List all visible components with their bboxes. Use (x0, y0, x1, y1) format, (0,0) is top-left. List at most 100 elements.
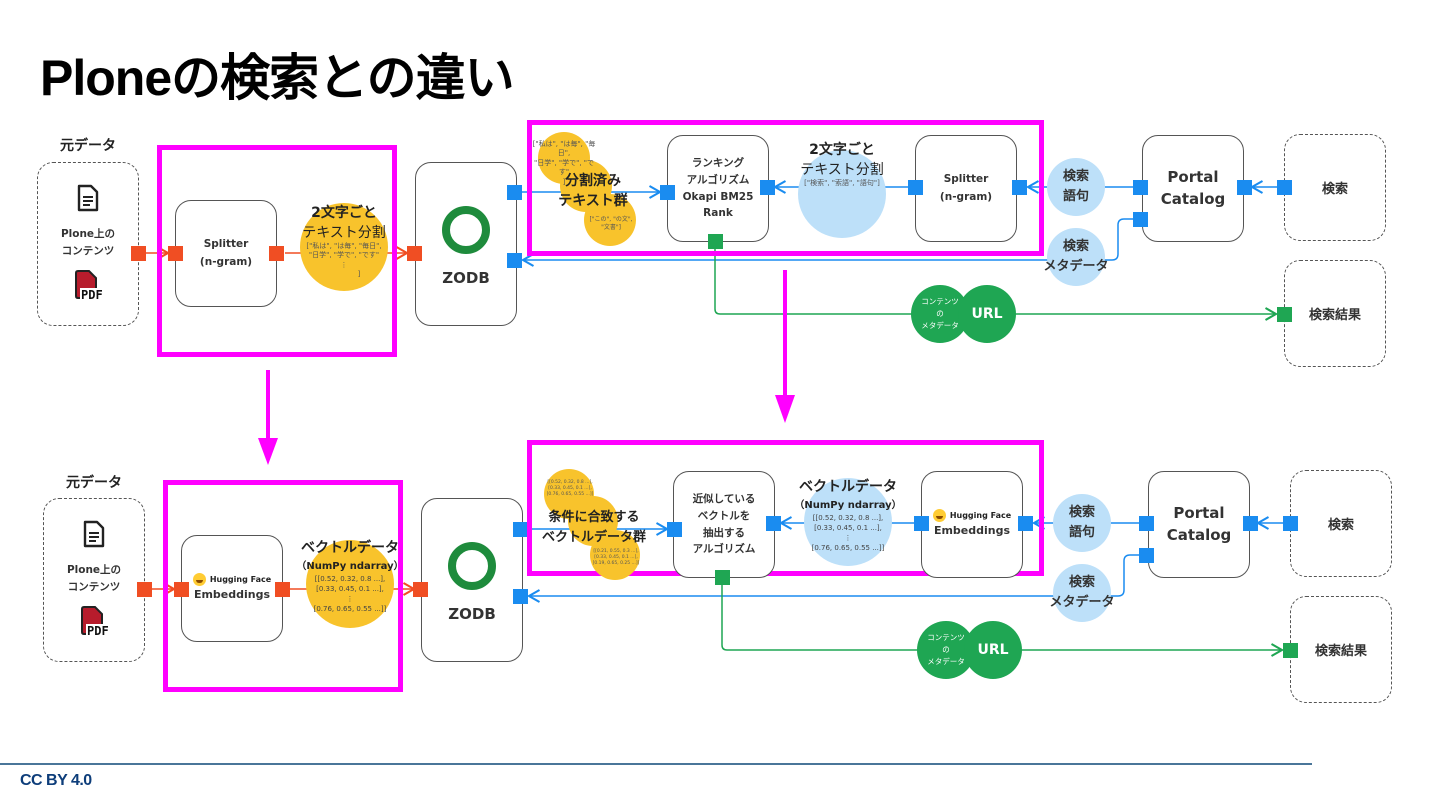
search-results-label-b: 検索結果 (1314, 644, 1367, 659)
zodb-label: ZODB (442, 269, 490, 288)
query-split-bubble (798, 150, 886, 238)
zodb-ring-icon (442, 206, 490, 255)
port-zodb-in-b (413, 582, 428, 597)
zodb-node-b: ZODB (421, 498, 523, 662)
portal-catalog-2: Catalog (1160, 189, 1226, 208)
split-heading-1: 2文字ごと (311, 205, 377, 221)
port-splitter-query-in (1012, 180, 1027, 195)
matched-label-1: 条件に合致する (548, 510, 640, 525)
search-terms-bubble: 検索語句 (1047, 158, 1105, 216)
similarity-line-2: ベクトルを (697, 509, 751, 522)
split-texts-label: 分割済み テキスト群 (548, 170, 638, 210)
port-splitter-out (269, 246, 284, 261)
highlight-search-box-b (527, 440, 1044, 576)
zodb-node: ZODB (415, 162, 517, 326)
search-terms-1-b: 検索 (1068, 504, 1095, 520)
search-results-node-b[interactable]: 検索結果 (1290, 596, 1392, 703)
split-texts-sample-top: ["私は", "は毎", "毎日", "日学", "学で", "です" ] (530, 140, 598, 187)
splitter-label: Splitter (203, 237, 249, 250)
source-text-line1-b: Plone上の (66, 564, 122, 577)
splitter-query-label: Splitter (943, 172, 989, 185)
url-label-b: URL (977, 642, 1009, 658)
search-results-label: 検索結果 (1308, 308, 1361, 323)
footer-divider (0, 763, 1312, 765)
pdf-label: PDF (80, 287, 104, 302)
query-split-sample: ["検索", "索語", "語句"] (804, 179, 880, 187)
search-meta-bubble-b: 検索メタデータ (1050, 564, 1115, 622)
query-vector-content: ベクトルデータ （NumPy ndarray） [[0.52, 0.32, 0.… (793, 476, 903, 554)
split-texts-sample-bottom: ["この", "の文", "文書"] (589, 216, 633, 232)
embeddings-label: Embeddings (193, 587, 271, 601)
split-text-content: 2文字ごと テキスト分割 ["私は", "は毎", "毎日", "日学", "学… (293, 202, 395, 280)
split-sample-1: ["私は", "は毎", "毎日", (306, 242, 382, 250)
matched-label: 条件に合致する ベクトルデータ群 (534, 508, 654, 548)
url-bubble: URL (958, 285, 1016, 343)
hugging-face-icon (932, 508, 946, 522)
document-icon (77, 185, 99, 212)
search-node[interactable]: 検索 (1284, 134, 1386, 241)
portal-catalog-1: Portal (1167, 167, 1219, 186)
content-meta-bubble: コンテンツのメタデータ (911, 285, 969, 343)
query-vector-sample-1: [[0.52, 0.32, 0.8 ...], (812, 514, 884, 522)
port-ranking-query-in (760, 180, 775, 195)
vector-sample-1: [[0.52, 0.32, 0.8 ...], (314, 575, 386, 583)
port-results-in (1277, 307, 1292, 322)
zodb-label-b: ZODB (448, 605, 496, 624)
highlight-search-box (527, 120, 1044, 256)
source-text-line2: コンテンツ (61, 245, 115, 257)
url-bubble-b: URL (964, 621, 1022, 679)
port-catalog-terms-out-b (1139, 516, 1154, 531)
similarity-line-1: 近似している (692, 492, 756, 505)
port-zodb-out (507, 185, 522, 200)
query-split-heading-1: 2文字ごと (809, 142, 875, 158)
split-texts-bubble-3 (584, 194, 636, 246)
matched-sample-top-3: [0.76, 0.65, 0.55 ...]] (546, 492, 594, 498)
port-search-out (1277, 180, 1292, 195)
source-heading-b: 元データ (66, 475, 122, 491)
port-similarity-in (667, 522, 682, 537)
source-text-line2-b: コンテンツ (67, 581, 121, 593)
query-vector-sample-2: [0.33, 0.45, 0.1 ...], (814, 524, 882, 533)
port-zodb-out-b (513, 522, 528, 537)
matched-label-2: ベクトルデータ群 (541, 530, 646, 546)
search-node-b[interactable]: 検索 (1290, 470, 1392, 577)
embeddings-node: Hugging Face Embeddings (181, 535, 283, 642)
vector-sample-3: ⋮ (346, 595, 354, 604)
search-terms-1: 検索 (1062, 168, 1089, 184)
content-meta-1-b: コンテンツ (927, 633, 965, 642)
search-meta-2-b: メタデータ (1049, 595, 1115, 610)
source-heading: 元データ (60, 138, 116, 154)
port-ranking-out (708, 234, 723, 249)
port-results-in-b (1283, 643, 1298, 658)
portal-catalog-2-b: Catalog (1166, 525, 1232, 544)
port-similarity-out (715, 570, 730, 585)
similarity-line-3: 抽出する (703, 526, 745, 539)
query-vector-bubble (804, 478, 892, 566)
port-splitter-in (168, 246, 183, 261)
port-catalog-in-b (1243, 516, 1258, 531)
vector-heading: ベクトルデータ (301, 540, 399, 556)
port-zodb-meta-in (507, 253, 522, 268)
source-data-box-b: Plone上の コンテンツ PDF (43, 498, 145, 662)
search-results-node[interactable]: 検索結果 (1284, 260, 1386, 367)
document-icon (83, 521, 105, 548)
split-sample-2: "日学", "学で", "です" (308, 251, 380, 260)
port-zodb-meta-in-b (513, 589, 528, 604)
vector-sample-4: [0.76, 0.65, 0.55 ...]] (313, 605, 387, 614)
vector-content: ベクトルデータ （NumPy ndarray） [[0.52, 0.32, 0.… (295, 537, 405, 615)
matched-sample-bottom-1: [[0.21, 0.55, 0.3 ...], (593, 549, 639, 554)
embeddings-query-label: Embeddings (933, 523, 1011, 537)
query-vector-sub: （NumPy ndarray） (794, 500, 902, 511)
port-search-out-b (1283, 516, 1298, 531)
similarity-node: 近似している ベクトルを 抽出する アルゴリズム (673, 471, 775, 578)
vector-sub: （NumPy ndarray） (296, 561, 404, 572)
splitter-query-node: Splitter(n-gram) (915, 135, 1017, 242)
content-meta-2: の (936, 309, 944, 318)
highlight-indexing-box-b (163, 480, 403, 692)
port-source-out-b (137, 582, 152, 597)
hugging-face-logo: Hugging Face (192, 572, 271, 586)
hugging-face-logo-query: Hugging Face (932, 508, 1011, 522)
port-ranking-in (660, 185, 675, 200)
ranking-line-1: ランキング (691, 156, 745, 169)
